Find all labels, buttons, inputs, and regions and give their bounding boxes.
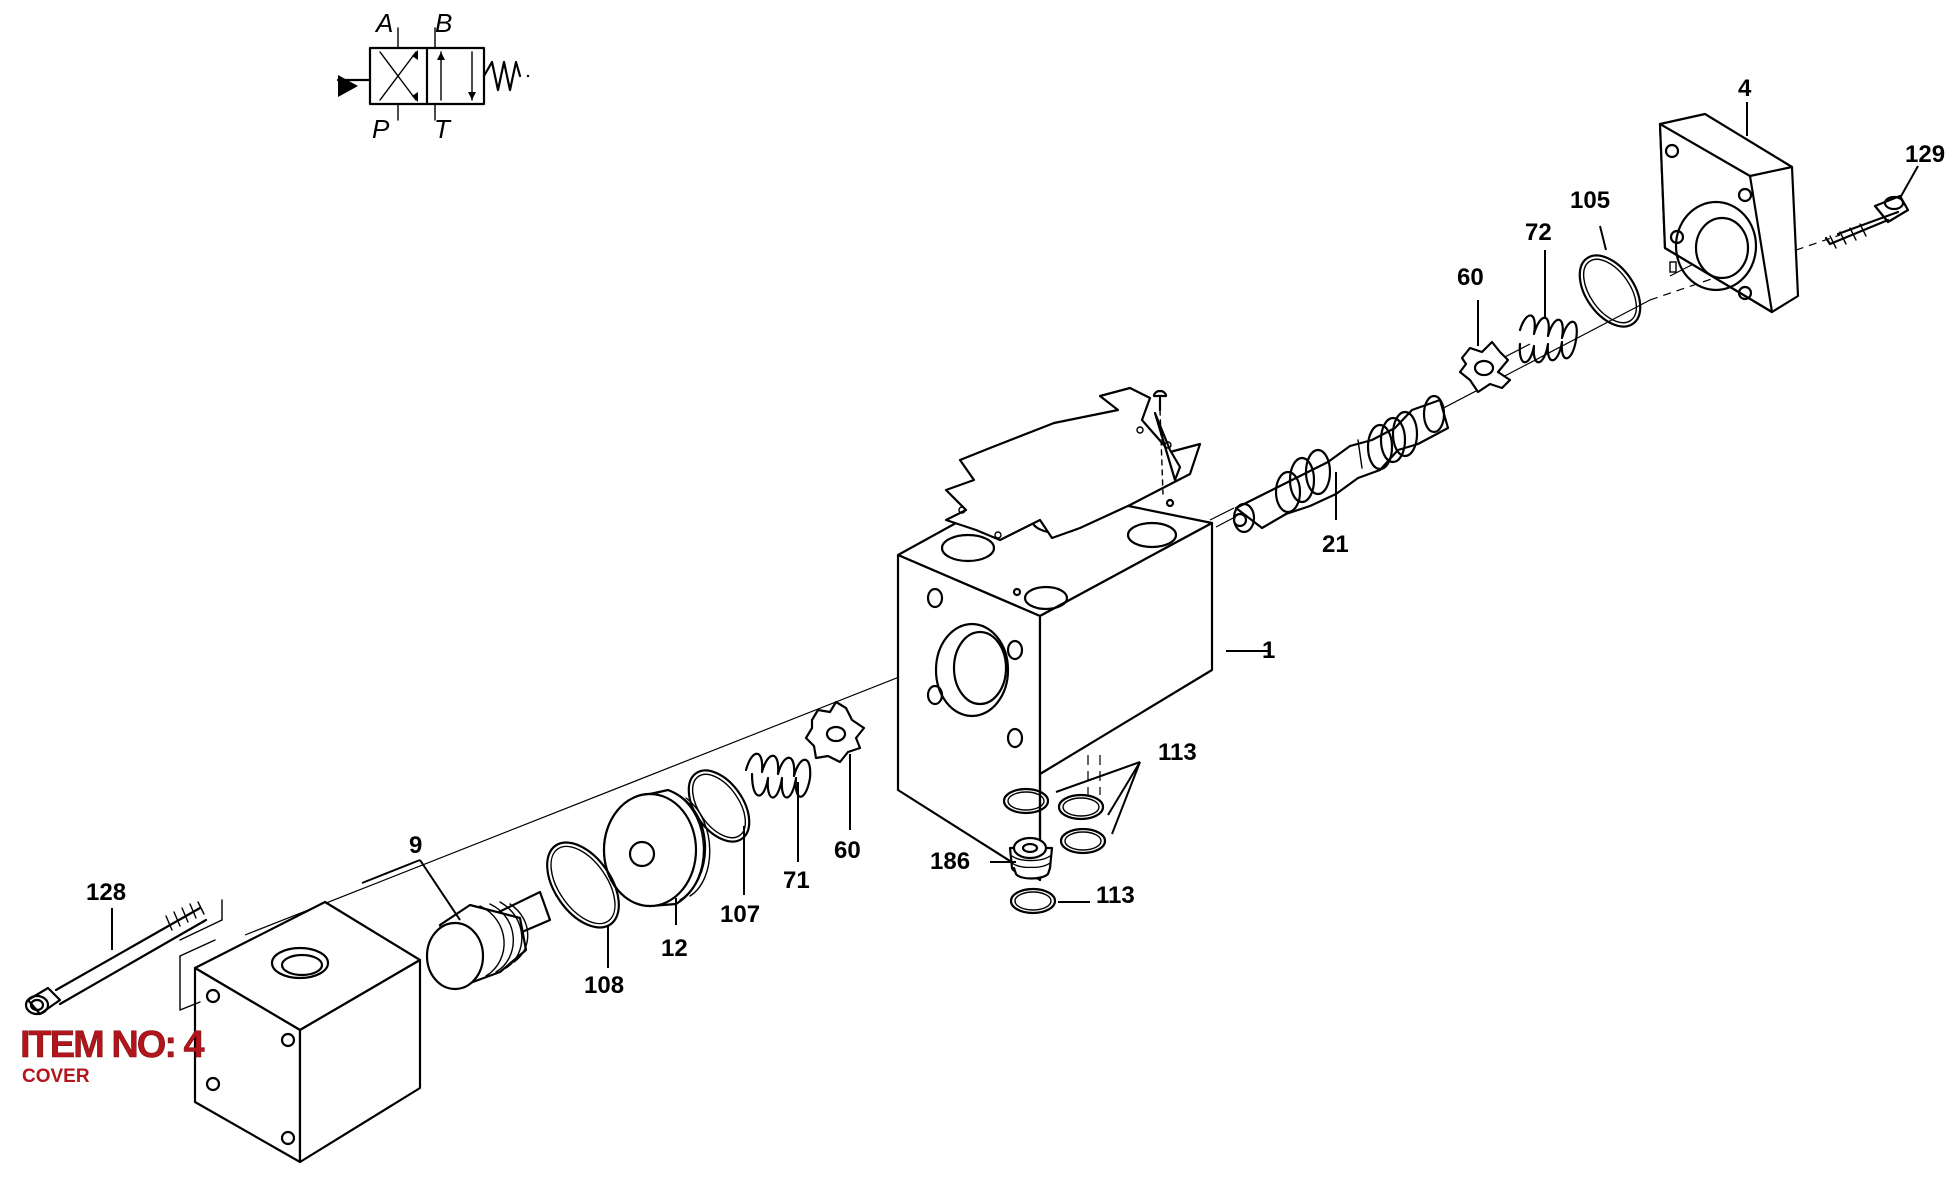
spring-seat-60-left [804, 700, 866, 764]
o-ring-113-a [1002, 787, 1050, 815]
callout-4: 4 [1738, 75, 1752, 102]
callout-128: 128 [86, 879, 126, 906]
spring-seat-60-right [1458, 340, 1512, 394]
spring-72 [1518, 314, 1578, 364]
valve-body [896, 483, 1214, 882]
o-ring-113-b [1057, 793, 1105, 821]
gasket-plate [944, 386, 1202, 542]
callout-105: 105 [1570, 187, 1610, 214]
spool-21 [1232, 394, 1450, 534]
piston-9 [425, 890, 552, 991]
o-ring-108 [546, 841, 620, 929]
callout-72: 72 [1525, 219, 1552, 246]
o-ring-113-c [1059, 827, 1107, 855]
callout-129: 129 [1905, 141, 1945, 168]
cover-housing [179, 899, 422, 1164]
callout-12: 12 [661, 935, 688, 962]
bolt-128 [24, 901, 208, 1016]
callout-113-bottom: 113 [1096, 882, 1135, 909]
piston-12 [602, 788, 711, 908]
o-ring-105 [1578, 254, 1642, 328]
cover-plate [1658, 112, 1800, 314]
port-t-label: T [434, 114, 452, 144]
callout-9: 9 [409, 832, 422, 859]
callout-labels: 1 4 129 105 72 60 21 113 60 71 107 186 1… [86, 75, 1945, 999]
callout-71: 71 [783, 867, 810, 894]
leader-lines [111, 102, 1919, 968]
callout-21: 21 [1322, 531, 1349, 558]
callout-186: 186 [930, 848, 970, 875]
valve-symbol: A B P T [336, 8, 530, 144]
callout-60-right: 60 [1457, 264, 1484, 291]
callout-1: 1 [1262, 637, 1275, 664]
callout-113-top: 113 [1158, 739, 1197, 766]
callout-107: 107 [720, 901, 760, 928]
spring-71 [744, 752, 812, 799]
port-a-label: A [374, 8, 393, 38]
callout-108: 108 [584, 972, 624, 999]
bolt-129 [1824, 194, 1910, 249]
port-b-label: B [435, 8, 452, 38]
callout-60-left: 60 [834, 837, 861, 864]
plug-186 [1008, 836, 1054, 880]
item-name-subtitle: COVER [22, 1066, 90, 1087]
item-number-title: ITEM NO: 4 [20, 1024, 205, 1067]
o-ring-113-d [1009, 887, 1057, 915]
port-p-label: P [372, 114, 390, 144]
